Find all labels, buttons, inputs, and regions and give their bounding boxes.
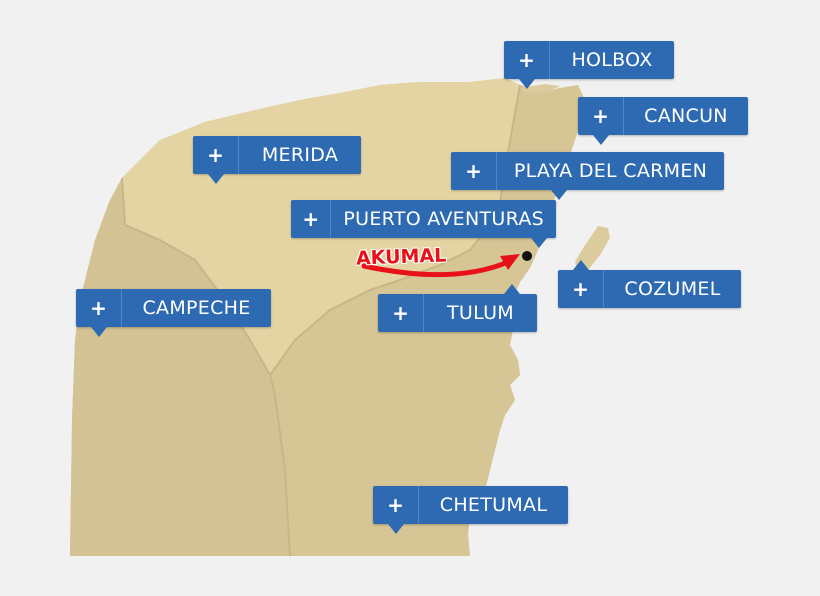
pin-tail [573,260,589,270]
pin-chetumal[interactable]: + CHETUMAL [373,486,568,534]
pin-tail [551,190,567,200]
pin-cancun[interactable]: + CANCUN [578,97,748,145]
pin-tail [593,135,609,145]
plus-icon[interactable]: + [76,289,122,327]
plus-icon[interactable]: + [291,200,332,238]
land-campeche [70,178,290,556]
pin-holbox[interactable]: + HOLBOX [504,41,674,89]
pin-label: CHETUMAL [439,494,548,516]
plus-icon[interactable]: + [451,152,497,190]
plus-icon[interactable]: + [378,294,424,332]
pin-label: COZUMEL [624,278,721,300]
plus-icon[interactable]: + [373,486,419,524]
red-arrow-icon [361,259,511,278]
akumal-dot [522,251,532,261]
pin-playa-del-carmen[interactable]: + PLAYA DEL CARMEN [451,152,724,200]
plus-icon[interactable]: + [578,97,624,135]
pin-tulum[interactable]: + TULUM [378,284,537,332]
red-arrow-head [500,254,520,270]
pin-label: MERIDA [261,144,339,166]
pin-campeche[interactable]: + CAMPECHE [76,289,271,337]
pin-puerto-aventuras[interactable]: + PUERTO AVENTURAS [291,200,556,248]
pin-tail [208,174,224,184]
pin-cozumel[interactable]: + COZUMEL [558,260,741,308]
akumal-label: AKUMAL [355,244,447,270]
pin-label: HOLBOX [571,49,653,71]
plus-icon[interactable]: + [193,136,239,174]
pin-label: PUERTO AVENTURAS [343,208,544,230]
plus-icon[interactable]: + [504,41,550,79]
pin-tail [519,79,535,89]
pin-tail [504,284,520,294]
pin-tail [388,524,404,534]
pin-tail [531,238,547,248]
pin-merida[interactable]: + MERIDA [193,136,361,184]
pin-label: CANCUN [644,105,728,127]
pin-label: CAMPECHE [142,297,251,319]
pin-tail [91,327,107,337]
state-border-west [121,177,271,376]
land-holbox [520,84,560,93]
plus-icon[interactable]: + [558,270,604,308]
pin-label: PLAYA DEL CARMEN [513,160,708,182]
pin-label: TULUM [447,302,514,324]
